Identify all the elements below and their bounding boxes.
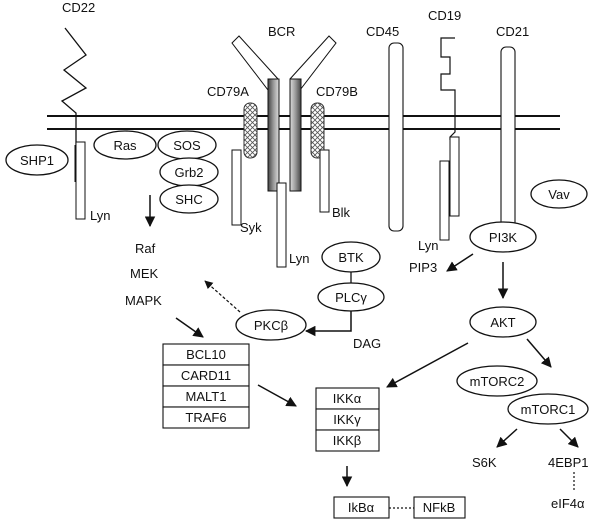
mtorc1-to-s6k-arrow [496,428,518,448]
shp1-label: SHP1 [20,153,54,168]
s6k-label: S6K [472,455,497,470]
bcl10-label: BCL10 [186,347,226,362]
mapk-label: MAPK [125,293,162,308]
ikba-label: IkBα [348,500,375,515]
card11-label: CARD11 [181,368,231,383]
lyn-center-bar [276,182,287,268]
shp1-node [5,144,69,176]
blk-label: Blk [332,205,351,220]
cbm-to-ikk-arrow [257,384,297,407]
raf-label: Raf [135,241,156,256]
cd21-label: CD21 [496,24,529,39]
ras-node [93,130,157,160]
lyn-right-bar [439,160,450,241]
mtorc1-label: mTORC1 [521,402,576,417]
cd19-receptor [440,37,456,140]
plcg-label: PLCγ [335,290,367,305]
mtorc2-label: mTORC2 [470,374,525,389]
sos-label: SOS [173,138,201,153]
pkcb-label: PKCβ [254,318,288,333]
cell-membrane [47,115,560,130]
cd19-label: CD19 [428,8,461,23]
bcr-receptor [231,35,337,192]
lyn-right-label: Lyn [418,238,438,253]
pi3k-label: PI3K [489,230,518,245]
akt-node [469,306,537,338]
blk-bar [319,149,330,213]
pi3k-node [469,221,537,253]
cd79a-label: CD79A [207,84,249,99]
cd79b-chain [310,102,325,159]
mek-label: MEK [130,266,159,281]
pkcb-to-mapk-dashed-arrow [204,280,241,313]
shc-label: SHC [175,192,202,207]
akt-label: AKT [490,315,515,330]
cd21-receptor [500,46,516,233]
grb2-label: Grb2 [175,165,204,180]
eif4a-label: eIF4α [551,496,585,511]
vav-label: Vav [548,187,570,202]
nfkb-box [413,496,466,519]
ikkg-label: IKKγ [333,412,361,427]
traf6-label: TRAF6 [185,410,226,425]
bcr-label: BCR [268,24,295,39]
lyn-left-bar [75,141,86,220]
mtorc2-node [456,365,538,397]
mtorc1-to-4ebp1-arrow [559,428,579,448]
ikkb-label: IKKβ [333,433,361,448]
cd79b-label: CD79B [316,84,358,99]
cbm-complex: BCL10 CARD11 MALT1 TRAF6 [162,343,250,429]
syk-label: Syk [240,220,262,235]
mapk-to-cbm-arrow [175,317,204,338]
lyn-center-label: Lyn [289,251,309,266]
syk-bar [231,149,242,226]
ikkb-box [315,429,380,452]
cd45-receptor [388,42,404,232]
cd22-label: CD22 [62,0,95,15]
pkcb-node [235,309,307,341]
cd45-label: CD45 [366,24,399,39]
pi3k-to-pip3-arrow [446,253,474,272]
nfkb-label: NFkB [423,500,456,515]
lyn-left-label: Lyn [90,208,110,223]
akt-to-mtorc1-arrow [526,338,552,368]
malt1-label: MALT1 [186,389,227,404]
pip3-label: PIP3 [409,260,437,275]
shc-node [159,184,219,214]
vav-node [530,179,588,209]
cd19-tail-bar [449,136,460,217]
ras-label: Ras [113,138,137,153]
traf6-box [162,406,250,429]
btk-label: BTK [338,250,364,265]
ikka-label: IKKα [333,391,362,406]
akt-to-ikk-arrow [386,342,469,388]
dag-label: DAG [353,336,381,351]
mtorc1-node [507,393,589,425]
plcg-to-pkcb-arrow [304,311,352,337]
4ebp1-label: 4EBP1 [548,455,588,470]
ikk-complex: IKKα IKKγ IKKβ [315,387,380,452]
cd79a-chain [243,102,258,159]
